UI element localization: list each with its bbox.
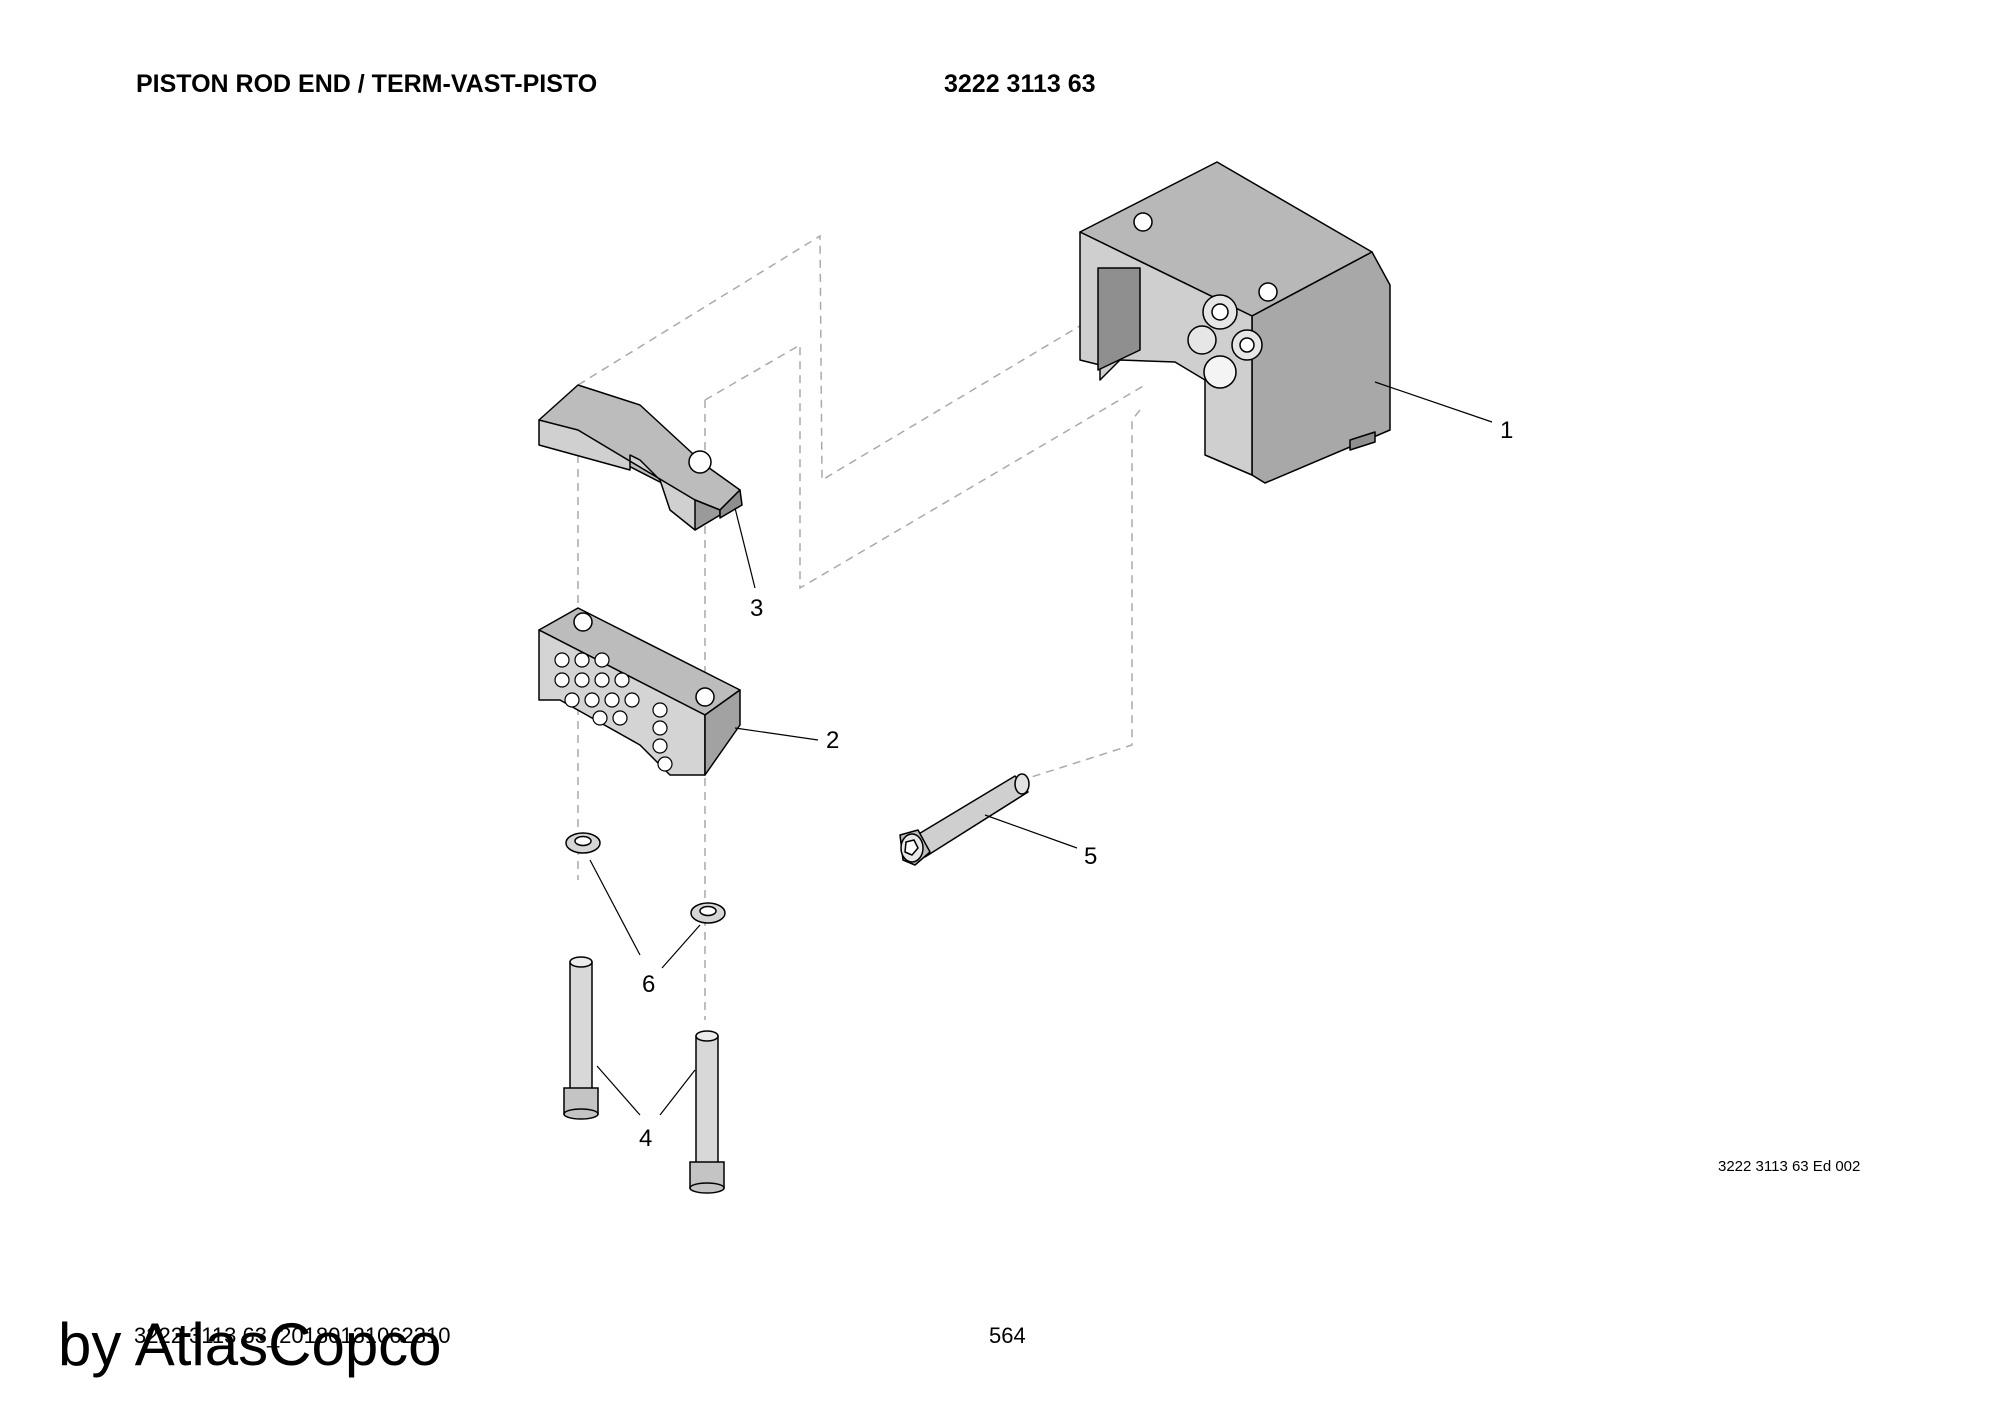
part-5-screw: [899, 773, 1030, 866]
edition-label: 3222 3113 63 Ed 002: [1718, 1158, 1861, 1175]
assembly-guide-lines: [577, 234, 1146, 1020]
leader-lines: [589, 381, 1493, 1116]
callout-1: 1: [1500, 417, 1513, 444]
page-number: 564: [989, 1323, 1026, 1348]
page-title: PISTON ROD END / TERM-VAST-PISTO: [136, 70, 598, 98]
footer-reference: 3222 3113 63_20180131062310: [134, 1323, 451, 1348]
callout-labels: 1 3 2 5 6 4: [639, 417, 1513, 1152]
part-1-housing: [1079, 161, 1391, 484]
part-3-clamp: [538, 384, 743, 531]
watermark: by AtlasCopco: [58, 1311, 442, 1378]
callout-6: 6: [642, 971, 655, 998]
callout-4: 4: [639, 1125, 652, 1152]
part-4-screws: [563, 956, 725, 1194]
callout-5: 5: [1084, 843, 1097, 870]
callout-2: 2: [826, 727, 839, 754]
callout-3: 3: [750, 595, 763, 622]
part-number: 3222 3113 63: [944, 70, 1096, 98]
part-6-washers: [565, 832, 726, 924]
part-2-block: [538, 607, 741, 776]
